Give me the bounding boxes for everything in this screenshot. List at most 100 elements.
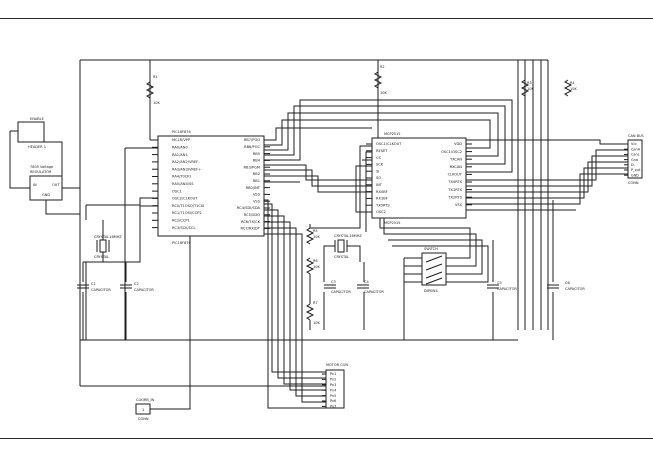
bottom-connector: CLK/RB_IN 1 CONN: [135, 398, 154, 421]
crystal-2-name: CRYSTAL16MHZ: [334, 234, 362, 238]
ic-main-right-pin-label-2: RB6/PGC: [244, 145, 260, 149]
crystal-1-ref: CRYSTAL: [94, 255, 109, 259]
capacitor-c3-name: C3: [331, 280, 336, 284]
wires: [9, 59, 628, 410]
capacitor-c3-value: CAPACITOR: [331, 290, 351, 294]
regulator-line2: REGULATOR: [30, 170, 52, 174]
ic-main-right-pin-label-13: RC6/TX/CK: [241, 220, 261, 224]
capacitor-c1: C1 CAPACITOR: [77, 282, 111, 292]
ic-main-right-pin-label-8: RB0/INT: [246, 186, 261, 190]
capacitor-c2-value: CAPACITOR: [134, 288, 154, 292]
ic-can-right-pin-label-3: TXCAN: [449, 157, 462, 161]
crystal-1-name: CRYSTAL16MHZ: [94, 235, 122, 239]
ic-can-right-pins: VDDOSC1/OSC2TXCANRXCANCLKOUTTX0RTSTX1RTS…: [441, 142, 472, 207]
bottom-rule: [0, 438, 653, 439]
motor-conn-pin-1: Pn1: [330, 372, 336, 376]
resistor-r4: R4 10K: [563, 79, 577, 97]
ic-main-left-pin-label-9: OSC2/CLKOUT: [172, 197, 198, 201]
can-conn-pin-6: P_out: [631, 168, 641, 172]
motor-conn-pin-3: Pn3: [330, 383, 336, 387]
ic-can-left-pin-label-2: RESET: [376, 149, 388, 153]
ic-main-left-pin-label-4: RA2/AN2/VREF-: [172, 160, 200, 164]
ic-can-right-pin-label-8: TX2RTS: [447, 195, 462, 199]
bottom-conn-pin: 1: [142, 408, 144, 412]
resistor-r5-value: 10K: [313, 235, 320, 239]
ic-main-left-pin-label-1: MCLR/VPP: [172, 138, 191, 142]
crystal-2-ref: CRYSTAL: [334, 255, 349, 259]
can-conn-pin-5: D-: [631, 163, 636, 167]
ic-main-left-pin-label-12: RC2/CCP1: [172, 219, 190, 223]
capacitor-c6-name: C6: [565, 281, 570, 285]
resistor-r1-value: 10K: [153, 101, 160, 105]
capacitor-c5: C5 CAPACITOR: [487, 281, 517, 291]
resistor-r6-name: R6: [313, 259, 318, 263]
ic-pic16f876: PIC16F876 PIC16F876 MCLR/VPPRA0/AN0RA1/A…: [152, 130, 270, 245]
enable-header: ENABLE HEADER 1: [17, 117, 46, 149]
resistor-r6: R6 10K: [305, 257, 320, 275]
regulator-out: OUT: [52, 183, 60, 187]
motor-conn-pin-5: Pn5: [330, 394, 336, 398]
motor-conn-pin-4: Pn4: [330, 388, 336, 392]
ic-main-right-pin-label-14: RC7/RX/DT: [241, 227, 261, 231]
ic-can-left-pin-label-1: OSC1/CLKOUT: [376, 142, 402, 146]
ic-can-left-pins: OSC1/CLKOUTRESETCSSCKSISOINTRX0BFRX1BFTX…: [366, 142, 402, 214]
can-conn-pin-2: CanH: [631, 147, 641, 151]
can-conn-name: CAN BUS: [628, 134, 645, 138]
resistor-r3-value: 10K: [527, 87, 534, 91]
resistor-r1-name: R1: [153, 75, 158, 79]
ic-main-right-pin-label-3: RB5: [253, 152, 260, 156]
capacitor-c5-name: C5: [497, 281, 502, 285]
ic-main-name: PIC16F876: [172, 130, 191, 134]
ic-main-right-pin-label-5: RB3/PGM: [243, 165, 260, 169]
top-rule: [0, 18, 653, 19]
regulator-gnd: GND: [42, 193, 50, 197]
capacitor-c4: C4 CAPACITOR: [357, 280, 384, 294]
ic-can-left-pin-label-7: INT: [376, 183, 383, 187]
ic-main-ref: PIC16F876: [172, 241, 191, 245]
capacitor-c2: C2 CAPACITOR: [120, 282, 154, 292]
resistor-r2: R2 10K: [373, 65, 387, 95]
ic-main-right-pin-label-4: RB4: [253, 159, 261, 163]
ic-main-left-pin-label-7: RA5/AN4/SS: [172, 182, 194, 186]
capacitor-c3: C3 CAPACITOR: [324, 280, 351, 294]
resistor-r7-value: 10K: [313, 321, 320, 325]
ic-can-right-pin-label-4: RXCAN: [450, 165, 463, 169]
ic-main-left-pin-label-10: RC0/T1OSO/T1CKI: [172, 204, 204, 208]
ic-can-left-pin-label-11: OSC2: [376, 210, 386, 214]
motor-conn-pin-6: Pn6: [330, 399, 336, 403]
voltage-regulator: 7805 Voltage REGULATOR IN OUT GND: [29, 165, 63, 201]
resistor-r7-name: R7: [313, 301, 318, 305]
ic-can-right-pin-label-7: TX1RTS: [447, 188, 462, 192]
switch-ref: DIPSW4: [424, 289, 439, 293]
ic-can-left-pin-label-4: SCK: [376, 163, 384, 167]
ic-can-left-pin-label-3: CS: [376, 156, 382, 160]
ic-main-left-pin-label-11: RC1/T1OSI/CCP2: [172, 211, 202, 215]
ic-can-left-pin-label-10: TX0RTS: [375, 203, 390, 207]
ic-main-right-pins: RB7/PGDRB6/PGCRB5RB4RB3/PGMRB2RB1RB0/INT…: [237, 138, 270, 231]
bottom-conn-ref: CONN: [138, 417, 149, 421]
resistor-r4-value: 10K: [570, 87, 577, 91]
resistor-r5: R5 10K: [305, 227, 320, 245]
ic-main-left-pins: MCLR/VPPRA0/AN0RA1/AN1RA2/AN2/VREF-RA3/A…: [152, 138, 204, 230]
enable-header-ref: HEADER 1: [28, 145, 46, 149]
ic-main-right-pin-label-9: VSS: [253, 193, 261, 197]
ic-can-right-pin-label-6: TX0RTS: [447, 180, 462, 184]
switch-name: SWITCH: [424, 247, 438, 251]
ic-can-left-pin-label-6: SO: [376, 176, 381, 180]
dip-switch: SWITCH DIPSW4: [421, 247, 447, 293]
resistor-r2-name: R2: [380, 65, 385, 69]
ic-main-right-pin-label-10: VSS: [253, 199, 261, 203]
capacitor-c1-value: CAPACITOR: [91, 288, 111, 292]
motor-conn-pin-7: Pn7: [330, 405, 336, 409]
ic-can-right-pin-label-5: CLKOUT: [448, 173, 463, 177]
enable-header-name: ENABLE: [30, 117, 44, 121]
resistor-r4-name: R4: [570, 81, 575, 85]
ic-main-right-pin-label-1: RB7/PGD: [244, 138, 260, 142]
capacitor-c4-name: C4: [364, 280, 369, 284]
crystal-1: CRYSTAL16MHZ CRYSTAL: [94, 235, 122, 259]
capacitor-c5-value: CAPACITOR: [497, 287, 517, 291]
ic-main-left-pin-label-3: RA1/AN1: [172, 153, 188, 157]
